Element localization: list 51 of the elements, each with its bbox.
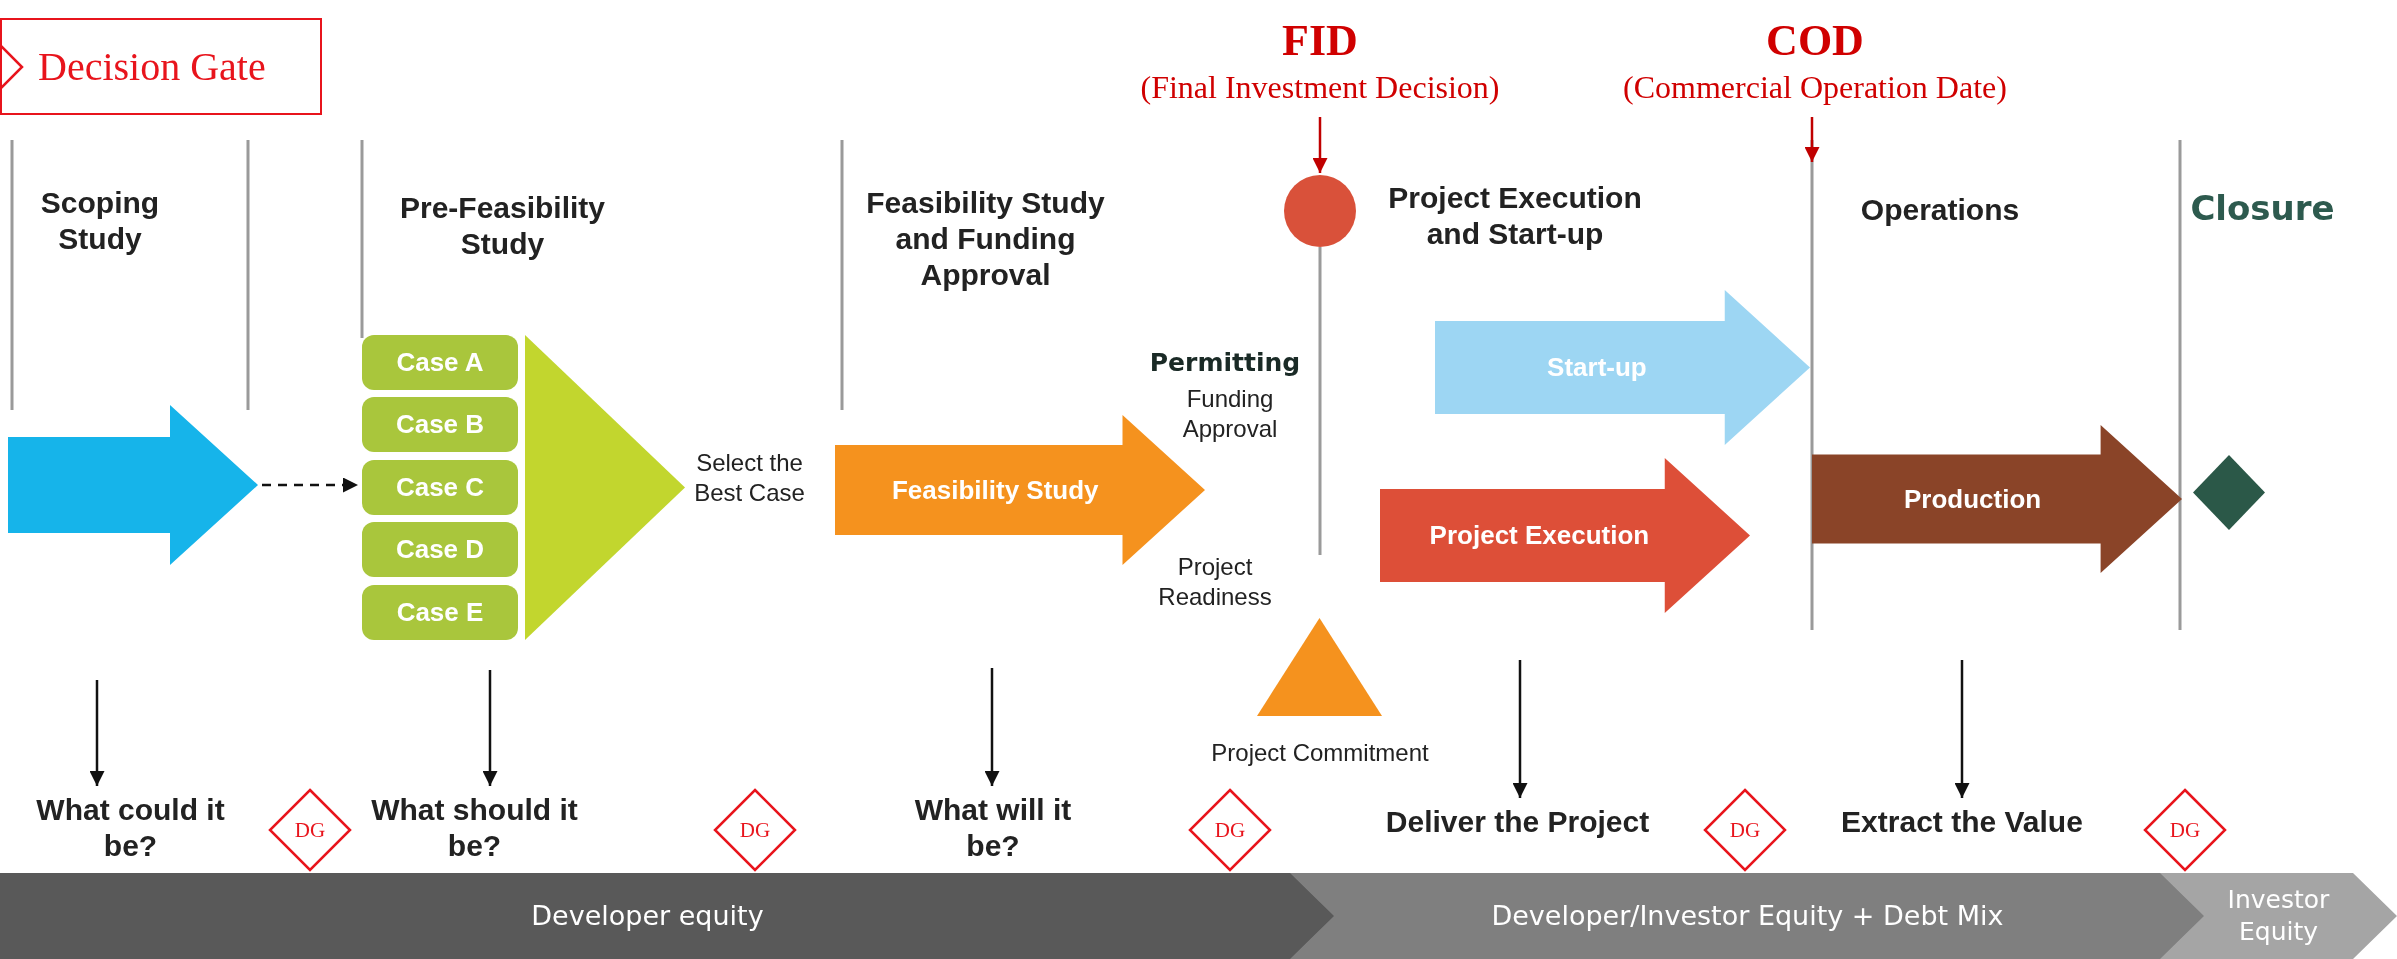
node-label: Case B [395, 409, 485, 440]
band-label: Developer/Investor Equity + Debt Mix [1491, 900, 2004, 932]
case-box [362, 585, 518, 640]
node-label: Project Execution [1429, 520, 1650, 551]
arrow [1312, 117, 1328, 173]
milestone-abbreviation: FID [1282, 15, 1358, 67]
node-label: Feasibility Study [891, 474, 1099, 506]
phase-heading: Feasibility Study and Funding Approval [865, 185, 1106, 293]
gate-label: DG [294, 817, 326, 843]
question-text: What could it be? [35, 792, 226, 864]
arrow [482, 670, 498, 786]
milestone-description: (Final Investment Decision) [1140, 68, 1500, 107]
step-text: Funding Approval [1181, 384, 1279, 444]
case-box [362, 522, 518, 577]
arrow [1512, 660, 1528, 798]
step-text: Select the Best Case [693, 448, 806, 508]
phase-heading: Closure [2189, 188, 2336, 228]
case-box [362, 335, 518, 390]
arrow [984, 668, 1000, 786]
step-text: Permitting [1148, 348, 1302, 378]
arrow [1804, 117, 1820, 162]
question-text: What will it be? [913, 792, 1073, 864]
milestone-abbreviation: COD [1766, 15, 1864, 67]
arrow [89, 680, 105, 786]
legend-label: Decision Gate [38, 43, 266, 90]
question-text: What should it be? [370, 792, 579, 864]
phase-heading: Operations [1859, 192, 2021, 228]
node-label: Production [1903, 483, 2042, 515]
gate-label: DG [739, 817, 771, 843]
case-box [362, 460, 518, 515]
question-text: Extract the Value [1841, 804, 2083, 840]
step-text: Project Readiness [1157, 552, 1273, 612]
band-label: Developer equity [531, 900, 764, 932]
node-label: Case C [395, 472, 485, 503]
node-label: Case D [395, 534, 485, 565]
dashed-arrow [262, 477, 358, 493]
gate-label: DG [1214, 817, 1246, 843]
phase-heading: Scoping Study [39, 185, 161, 257]
phase-heading: Pre-Feasibility Study [398, 190, 607, 262]
case-box [362, 397, 518, 452]
step-text: Project Commitment [1210, 738, 1430, 768]
node-label: Start-up [1547, 352, 1647, 383]
question-text: Deliver the Project [1385, 804, 1650, 840]
phase-heading: Project Execution and Start-up [1387, 180, 1643, 252]
gate-label: DG [2169, 817, 2201, 843]
arrow [1954, 660, 1970, 798]
node-label: Case A [396, 347, 484, 378]
node-label: Case E [396, 597, 484, 628]
gate-label: DG [1729, 817, 1761, 843]
band-label: Investor Equity [2226, 884, 2331, 948]
milestone-description: (Commercial Operation Date) [1623, 68, 2007, 107]
